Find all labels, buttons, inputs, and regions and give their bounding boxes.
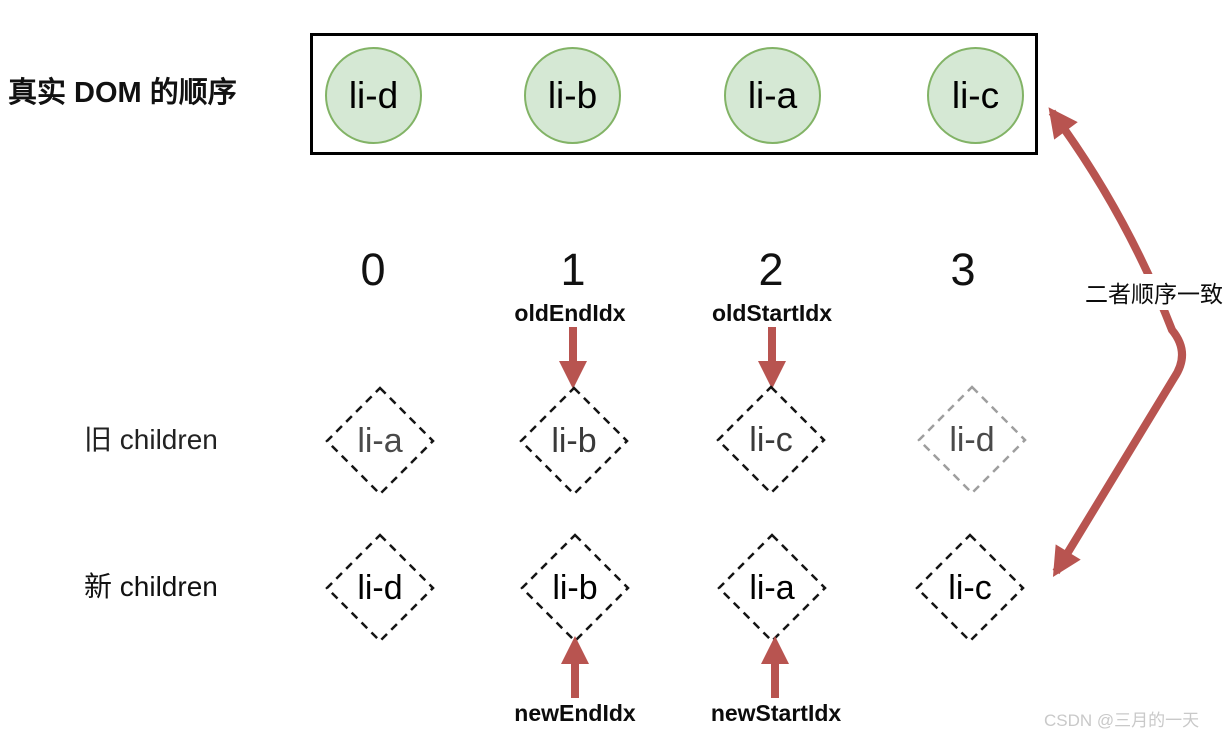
real-dom-box: li-d li-b li-a li-c [310,33,1038,155]
index-3: 3 [950,244,976,295]
new-end-idx-label: newEndIdx [514,700,636,726]
index-2: 2 [758,244,784,295]
old-child-li-d: li-d [916,384,1028,496]
old-start-idx-label: oldStartIdx [711,300,833,326]
diamond-outline-icon [917,385,1027,495]
index-0: 0 [360,244,386,295]
old-child-li-a: li-a [324,385,436,497]
dom-node-label: li-b [547,74,598,116]
old-child-li-b: li-b [518,385,630,497]
new-child-li-c: li-c [914,532,1026,644]
dom-node-label: li-c [951,74,1000,116]
dom-node-li-c: li-c [927,47,1024,144]
dom-node-li-a: li-a [724,47,821,144]
diamond-outline-icon [716,385,826,495]
new-end-arrow-up-icon [561,636,589,698]
old-child-label: li-b [551,421,597,460]
diamond-outline-icon [325,386,435,496]
new-children-label: 新 children [84,571,218,602]
new-start-arrow-up-icon [761,636,789,698]
new-child-label: li-c [948,568,992,607]
new-child-label: li-a [749,568,795,607]
order-match-note: 二者顺序一致 [1082,274,1226,310]
diamond-outline-icon [915,533,1025,643]
old-end-arrow-down-icon [559,327,587,389]
dom-node-label: li-d [348,74,399,116]
order-match-curve-arrow-icon [1048,107,1186,578]
diamond-outline-icon [519,386,629,496]
diamond-outline-icon [325,533,435,643]
dom-node-li-d: li-d [325,47,422,144]
old-children-label: 旧 children [84,424,218,455]
index-1: 1 [560,244,586,295]
old-child-li-c: li-c [715,384,827,496]
new-child-li-a: li-a [716,532,828,644]
new-child-label: li-b [552,568,598,607]
diamond-outline-icon [717,533,827,643]
diamond-outline-icon [520,533,630,643]
old-end-idx-label: oldEndIdx [514,300,626,326]
old-child-label: li-c [749,420,793,459]
dom-node-li-b: li-b [524,47,621,144]
old-start-arrow-down-icon [758,327,786,389]
real-dom-order-label: 真实 DOM 的顺序 [8,77,237,109]
old-child-label: li-a [357,421,403,460]
new-start-idx-label: newStartIdx [710,700,842,726]
old-child-label: li-d [949,420,995,459]
new-child-li-d: li-d [324,532,436,644]
new-child-label: li-d [357,568,403,607]
csdn-watermark: CSDN @三月的一天 [1044,711,1200,730]
new-child-li-b: li-b [519,532,631,644]
dom-node-label: li-a [747,74,798,116]
